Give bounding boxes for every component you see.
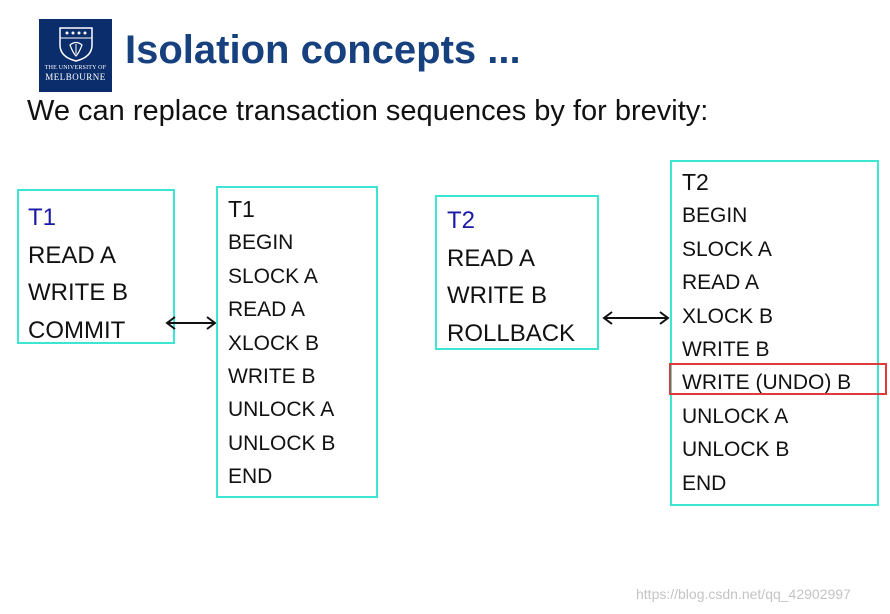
- university-logo: THE UNIVERSITY OF MELBOURNE: [39, 19, 112, 92]
- t1-full-header: T1: [228, 196, 255, 222]
- page-title: Isolation concepts ...: [125, 28, 521, 72]
- t1-full-line: SLOCK A: [228, 264, 318, 288]
- t2-full-line: BEGIN: [682, 204, 748, 228]
- t2-short-line: READ A: [447, 244, 536, 272]
- t1-full-line: UNLOCK A: [228, 398, 335, 422]
- double-arrow-icon: [165, 316, 217, 330]
- t1-full-box: T1 BEGIN SLOCK A READ A XLOCK B WRITE B …: [216, 186, 378, 498]
- t2-full-line: UNLOCK B: [682, 438, 790, 462]
- t2-full-line-undo: WRITE (UNDO) B: [682, 371, 852, 395]
- t2-full-header: T2: [682, 169, 709, 195]
- t1-short-box: T1 READ A WRITE B COMMIT: [17, 189, 175, 344]
- t2-full-box: T2 BEGIN SLOCK A READ A XLOCK B WRITE B …: [670, 160, 879, 506]
- t2-full-line: SLOCK A: [682, 237, 772, 261]
- logo-line-1: THE UNIVERSITY OF: [44, 65, 107, 71]
- t1-full-line: WRITE B: [228, 364, 316, 388]
- double-arrow-icon: [602, 311, 670, 325]
- t1-full-line: XLOCK B: [228, 331, 320, 355]
- t1-full-line: END: [228, 465, 273, 489]
- t2-short-line: WRITE B: [447, 282, 547, 309]
- t2-short-line: ROLLBACK: [447, 319, 576, 347]
- t1-short-line: WRITE B: [28, 279, 128, 306]
- t2-full-line: READ A: [682, 271, 760, 295]
- t2-full-line: END: [682, 471, 727, 495]
- t2-full-line: UNLOCK A: [682, 404, 789, 428]
- t1-full-line: READ A: [228, 298, 306, 322]
- logo-line-2: MELBOURNE: [45, 72, 106, 82]
- t1-short-line: COMMIT: [28, 316, 126, 344]
- university-crest-icon: [58, 27, 93, 62]
- t1-short-line: READ A: [28, 241, 117, 269]
- t2-short-box: T2 READ A WRITE B ROLLBACK: [435, 195, 599, 350]
- watermark: https://blog.csdn.net/qq_42902997: [636, 586, 851, 602]
- t1-short-header: T1: [28, 204, 57, 231]
- t2-short-header: T2: [447, 207, 476, 234]
- page-subtitle: We can replace transaction sequences by …: [27, 95, 709, 127]
- t2-full-line: XLOCK B: [682, 304, 774, 328]
- t1-full-line: BEGIN: [228, 231, 294, 255]
- t1-full-line: UNLOCK B: [228, 431, 336, 455]
- t2-full-line: WRITE B: [682, 337, 770, 361]
